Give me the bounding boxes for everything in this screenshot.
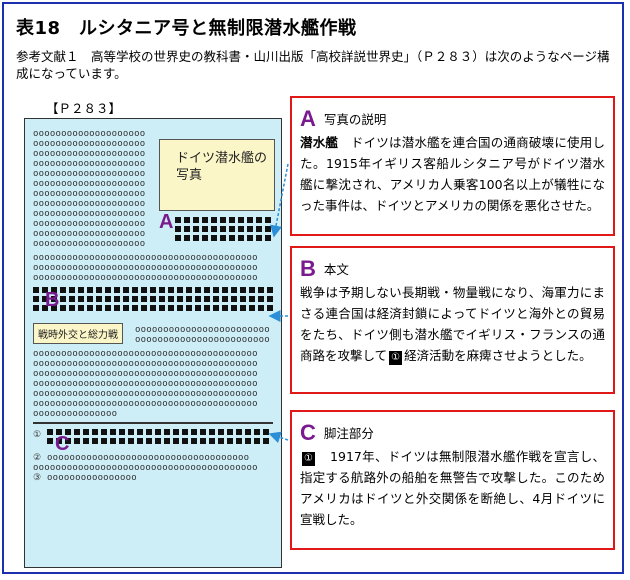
explanation-box-b: B 本文 戦争は予期しない長期戦・物量戦になり、海軍力にまさる連合国は経済封鎖に… (290, 246, 615, 394)
footnote-squares (47, 429, 277, 451)
text-placeholder: oooooooooooooooooooooooooooooooooooo (47, 453, 250, 463)
text-placeholder: oooooooooooooooooooooooooooooooooooooooo (33, 463, 258, 473)
explanation-box-c: C 脚注部分 ① 1917年、ドイツは無制限潜水艦作戦を宣言し、指定する航路外の… (290, 410, 615, 550)
page-number-label: 【Ｐ２８３】 (46, 101, 122, 116)
text-placeholder: ooooooooooooooo (33, 409, 118, 419)
box-c-body: 1917年、ドイツは無制限潜水艦作戦を宣言し、指定する航路外の船舶を無警告で攻撃… (300, 449, 605, 527)
text-placeholder: oooooooooooooooo (47, 473, 137, 483)
section-tag: 戦時外交と総力戦 (33, 323, 123, 344)
marker-a: A (159, 211, 174, 233)
box-c-ref: ① (302, 452, 315, 466)
document-frame: 表18 ルシタニア号と無制限潜水艦作戦 参考文献１ 高等学校の世界史の教科書・山… (2, 2, 624, 574)
footnote-num-3: ③ (33, 473, 42, 483)
box-a-heading: 写真の説明 (323, 112, 387, 127)
box-c-heading: 脚注部分 (323, 426, 374, 441)
box-b-body-1: 戦争は予期しない長期戦・物量戦になり、海軍力にまさる連合国は経済封鎖によってドイ… (300, 285, 605, 363)
photo-placeholder: ドイツ潜水艦の写真 (159, 139, 275, 211)
box-b-heading: 本文 (323, 262, 349, 277)
explanation-box-a: A 写真の説明 潜水艦 ドイツは潜水艦を連合国の通商破壊に使用した。1915年イ… (290, 96, 615, 236)
text-placeholder: oooooooooooooooooooooooooooooooooooooooo… (33, 253, 258, 283)
box-a-body: ドイツは潜水艦を連合国の通商破壊に使用した。1915年イギリス客船ルシタニア号が… (300, 135, 605, 213)
caption-squares (175, 217, 275, 247)
page-title: 表18 ルシタニア号と無制限潜水艦作戦 (16, 18, 357, 39)
box-c-letter: C (300, 420, 316, 445)
intro-text: 参考文献１ 高等学校の世界史の教科書・山川出版「高校詳説世界史」（Ｐ２８３）は次… (16, 49, 610, 81)
footnote-divider (33, 422, 273, 424)
box-b-ref: ① (389, 351, 403, 365)
box-b-body-2: 経済活動を麻痺させようとした。 (404, 348, 592, 363)
marker-b: B (45, 289, 60, 311)
box-b-letter: B (300, 256, 316, 281)
box-a-letter: A (300, 106, 316, 131)
footnote-num-1: ① (33, 430, 42, 440)
footnote-num-2: ② (33, 453, 42, 463)
body-squares (33, 287, 277, 315)
box-a-lead: 潜水艦 (300, 135, 339, 150)
text-placeholder: oooooooooooooooooooooooooooooooooooooooo… (33, 349, 258, 409)
marker-c: C (55, 433, 70, 455)
